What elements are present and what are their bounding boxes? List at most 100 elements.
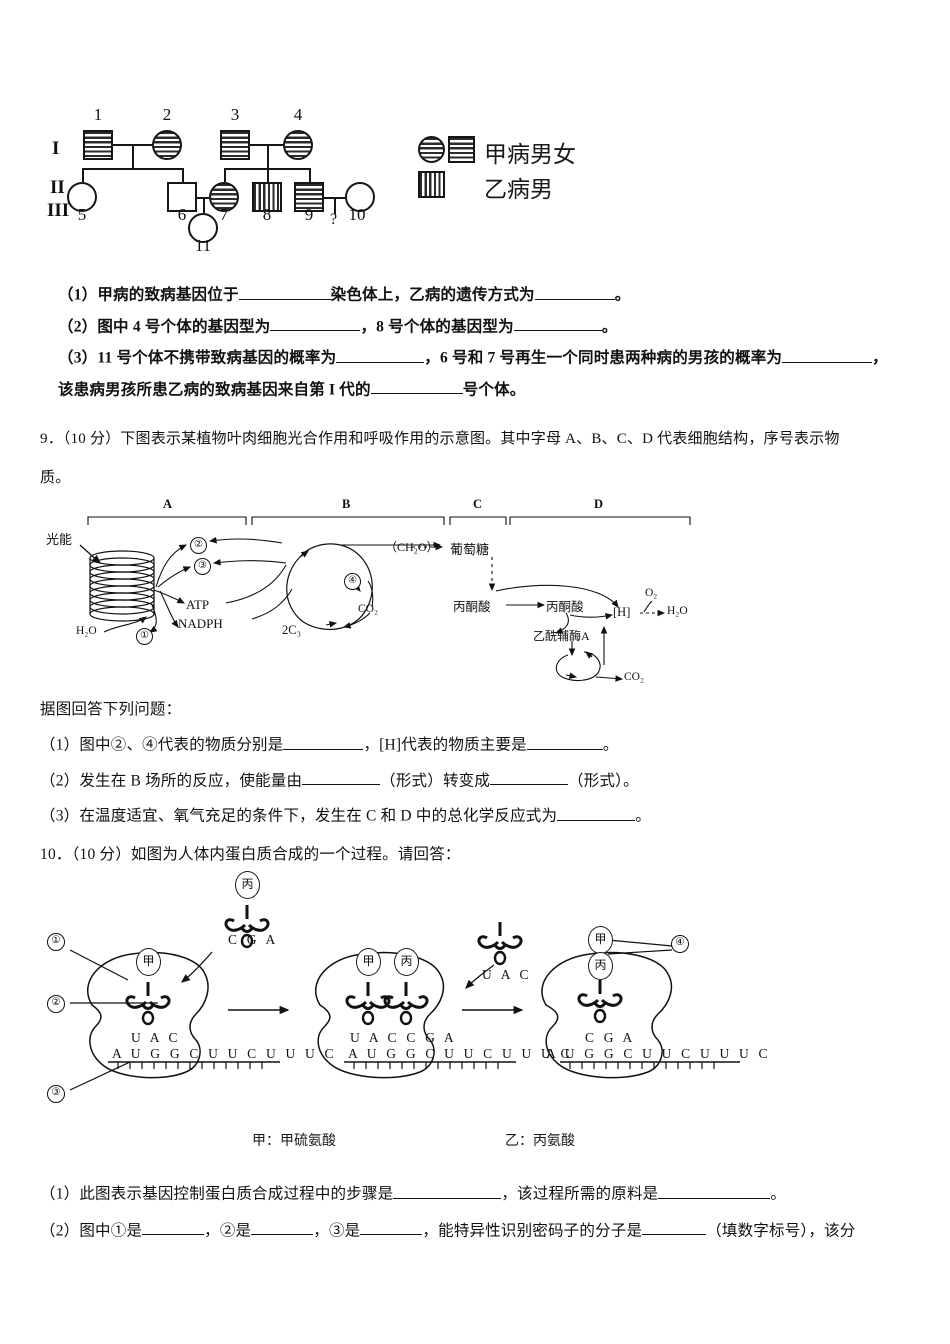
leader-number-3: ③ [47,1085,65,1103]
pedigree-number-2: 2 [162,105,172,124]
anticodon-free-panel2: U A C [482,967,532,982]
translation-diagram: 甲 丙 甲 丙 甲 丙 U A C C G A A U G G C U U C … [0,870,950,1160]
photosynthesis-svg [79,516,691,682]
pedigree-number-1: 1 [93,105,103,124]
pedigree-number-5: 5 [77,205,87,224]
pedigree-number-11: 11 [194,236,212,255]
generation-label-i: I [52,138,60,159]
pedigree-symbol-7 [209,182,239,212]
q10-part-2: （2）图中①是，②是，③是，能特异性识别密码子的分子是（填数字标号），该分 [40,1219,935,1244]
generation-label-ii: II [50,177,65,198]
q10-blank-2c[interactable] [360,1219,423,1236]
two-c3-label: 2C₃ [282,623,301,637]
q10-blank-2b[interactable] [251,1219,314,1236]
glucose-label: 葡萄糖 [450,542,490,557]
q8-blank-2a[interactable] [270,315,361,332]
drop-line-7 [224,168,226,182]
mating-line-3-4 [250,144,283,146]
descent-line-1-2 [132,144,134,168]
pedigree-symbol-1 [83,130,113,160]
pyruvate-cytoplasm-label: 丙酮酸 [453,600,491,614]
generation-label-iii: III [47,200,70,221]
anticodons-panel2: U A C C G A [350,1030,457,1045]
q9-part-2: （2）发生在 B 场所的反应，使能量由（形式）转变成（形式）。 [40,769,930,794]
mrna-panel2: A U G G C U U C U U U C [348,1046,573,1061]
acetyl-coa-label: 乙酰辅酶A [533,629,590,643]
mrna-panel3: A U G G C U U C U U U C [546,1046,771,1061]
pedigree-symbol-2 [152,130,182,160]
caption-yi: 乙：丙氨酸 [505,1134,575,1149]
descent-line-9-10 [334,197,336,214]
co2-krebs-label: CO₂ [624,671,644,683]
photosynthesis-respiration-diagram: A B C D 光能 H₂O ATP NADPH 2C₃ CO₂ （CH₂O） … [0,495,950,695]
pedigree-number-6: 6 [177,205,187,224]
question-10-stem: 10．（10 分）如图为人体内蛋白质合成的一个过程。请回答： [40,843,930,867]
q8-part-2: （2）图中 4 号个体的基因型为，8 号个体的基因型为。 [58,315,928,340]
oxygen-label: O₂ [645,587,658,599]
anticodon-panel3: C G A [585,1030,636,1045]
q8-blank-1a[interactable] [238,283,331,300]
drop-line-9 [309,168,311,182]
bracket-label-b: B [342,497,351,511]
figure-number-1: ① [136,628,153,645]
legend-swatch-jia-male [448,136,475,163]
q10-blank-2a[interactable] [142,1219,205,1236]
amino-acid-jia-panel3: 甲 [588,926,613,954]
legend-label-yi: 乙病男 [484,177,553,202]
unknown-offspring-marker: ? [330,211,338,228]
question-10-parts: （1）此图表示基因控制蛋白质合成过程中的步骤是，该过程所需的原料是。 （2）图中… [40,1182,935,1243]
pedigree-symbol-11 [188,213,218,243]
pedigree-number-9: 9 [304,205,314,224]
bracket-label-a: A [163,497,173,511]
pedigree-symbol-10 [345,182,375,212]
atp-label: ATP [186,597,210,612]
q10-blank-1b[interactable] [658,1182,771,1199]
q9-stem-line2: 质。 [40,470,71,487]
amino-acid-bing-incoming: 丙 [235,871,260,899]
pedigree-symbol-3 [220,130,250,160]
question-8-parts: （1）甲病的致病基因位于染色体上，乙病的遗传方式为。 （2）图中 4 号个体的基… [58,283,928,402]
drop-line-6 [182,168,184,182]
pedigree-number-4: 4 [293,105,303,124]
bracket-label-c: C [473,497,483,511]
q8-blank-3b[interactable] [782,346,873,363]
q9-part-1: （1）图中②、④代表的物质分别是，[H]代表的物质主要是。 [40,733,930,758]
question-9-stem: 9．（10 分）下图表示某植物叶肉细胞光合作用和呼吸作用的示意图。其中字母 A、… [40,428,935,491]
pedigree-symbol-9 [294,182,324,212]
q9-blank-1b[interactable] [526,733,603,750]
q9-stem-line1: 9．（10 分）下图表示某植物叶肉细胞光合作用和呼吸作用的示意图。其中字母 A、… [40,431,840,447]
q10-stem: 10．（10 分）如图为人体内蛋白质合成的一个过程。请回答： [40,846,461,863]
q10-blank-2d[interactable] [642,1219,707,1236]
descent-line-3-4 [267,144,269,168]
sibship-line-5-6 [82,168,183,170]
question-9-parts: 据图回答下列问题： （1）图中②、④代表的物质分别是，[H]代表的物质主要是。 … [40,698,930,829]
translation-svg [69,905,740,1091]
figure-number-3: ③ [194,558,211,575]
leader-number-1: ① [47,933,65,951]
q9-blank-3a[interactable] [557,804,636,821]
pedigree-number-3: 3 [230,105,240,124]
q9-blank-1a[interactable] [283,733,364,750]
descent-line-6-7 [203,197,205,213]
legend-label-jia: 甲病男女 [484,142,576,167]
q8-blank-1b[interactable] [534,283,615,300]
pedigree-symbol-4 [283,130,313,160]
q10-blank-1a[interactable] [393,1182,502,1199]
nadph-label: NADPH [178,616,223,631]
q9-blank-2a[interactable] [302,769,381,786]
q8-blank-3c[interactable] [370,378,463,395]
water-output-label: H₂O [667,605,688,617]
q9-blank-2b[interactable] [490,769,569,786]
drop-line-8 [267,168,269,182]
q8-blank-2b[interactable] [513,315,602,332]
legend-swatch-jia-female [418,136,445,163]
q8-blank-3a[interactable] [336,346,425,363]
leader-number-4: ④ [671,935,689,953]
pedigree-symbol-8 [252,182,282,212]
amino-acid-bing-panel2: 丙 [394,948,419,976]
pedigree-symbol-6 [167,182,197,212]
amino-acid-bing-panel3: 丙 [588,952,613,980]
amino-acid-jia-panel1: 甲 [136,948,161,976]
ch2o-label: （CH₂O） [385,540,439,554]
